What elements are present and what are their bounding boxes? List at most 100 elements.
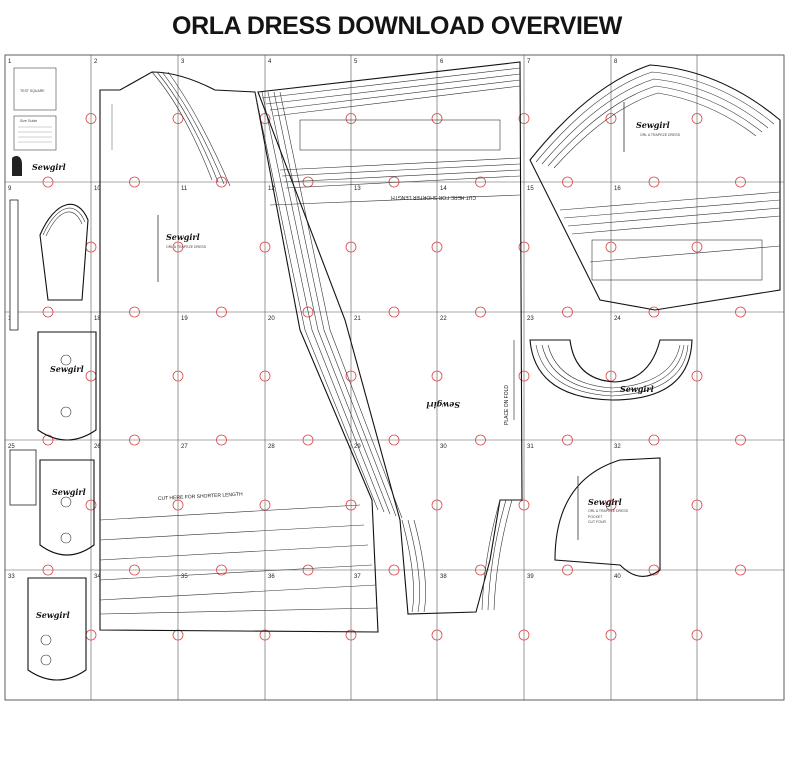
alignment-marker: [691, 241, 703, 253]
alignment-marker: [648, 434, 660, 446]
alignment-marker: [735, 434, 746, 446]
cell-number: 27: [181, 444, 188, 450]
alignment-marker: [735, 306, 746, 318]
alignment-marker: [42, 176, 54, 188]
cell-number: 29: [354, 444, 361, 450]
alignment-marker: [172, 499, 184, 511]
alignment-marker: [129, 564, 140, 576]
alignment-marker: [691, 629, 703, 641]
pocket-right-brand: Sewgirl: [588, 497, 622, 507]
alignment-marker: [216, 176, 227, 188]
alignment-marker: [691, 113, 703, 124]
cell-number: 20: [268, 316, 275, 322]
alignment-marker: [648, 564, 660, 576]
alignment-marker: [172, 370, 184, 382]
alignment-marker: [562, 564, 573, 576]
alignment-marker: [85, 499, 97, 511]
cell-number: 40: [614, 574, 621, 580]
cell-number: 28: [268, 444, 275, 450]
alignment-markers: [42, 113, 746, 641]
cell-number: 13: [354, 186, 361, 192]
sleeve-piece-name: ORL A TRAPEZE DRESS: [640, 133, 681, 137]
alignment-marker: [302, 434, 314, 446]
alignment-marker: [42, 434, 54, 446]
front-cut-shorter: CUT HERE FOR SHORTER LENGTH: [158, 492, 243, 502]
logo-mark: Sewgirl: [12, 156, 66, 176]
front-dress-piece: Sewgirl ORL A TRAPEZE DRESS CUT HERE FOR…: [99, 71, 403, 633]
cell-number: 14: [440, 186, 447, 192]
alignment-marker: [475, 306, 486, 318]
alignment-marker: [388, 306, 400, 318]
cell-number: 38: [440, 574, 447, 580]
pocket-right-cut: CUT FOUR: [588, 520, 606, 524]
alignment-marker: [648, 176, 660, 188]
page-title: ORLA DRESS DOWNLOAD OVERVIEW: [172, 12, 622, 40]
cell-number: 36: [268, 574, 275, 580]
alignment-marker: [735, 564, 746, 576]
alignment-marker: [42, 306, 54, 318]
alignment-marker: [259, 499, 271, 511]
cell-number: 15: [527, 186, 534, 192]
alignment-marker: [605, 629, 617, 641]
neck-facing-piece-2: Sewgirl: [529, 339, 693, 401]
alignment-marker: [172, 241, 184, 253]
alignment-marker: [518, 499, 530, 511]
pocket-right-type: POCKET: [588, 515, 603, 519]
test-square-label: TEST SQUARE: [20, 89, 45, 93]
alignment-marker: [518, 629, 530, 641]
alignment-marker: [129, 434, 140, 446]
tie-strip: [9, 199, 19, 331]
alignment-marker: [518, 370, 530, 382]
pocket-right-piece-name: ORL A TRAPEZE DRESS: [588, 509, 629, 513]
pocket-piece-1: [37, 331, 97, 441]
alignment-marker: [431, 113, 443, 124]
page-border: [4, 54, 785, 701]
alignment-marker: [605, 499, 617, 511]
alignment-marker: [431, 629, 443, 641]
alignment-marker: [42, 564, 54, 576]
alignment-marker: [735, 176, 746, 188]
alignment-marker: [562, 306, 573, 318]
alignment-marker: [216, 434, 227, 446]
cell-number: 6: [440, 59, 444, 65]
cell-number: 1: [8, 59, 12, 65]
alignment-marker: [302, 564, 314, 576]
cell-number: 33: [8, 574, 15, 580]
cell-number: 39: [527, 574, 534, 580]
alignment-marker: [605, 113, 617, 124]
pocket-piece-3: [27, 577, 87, 681]
pocket3-brand: Sewgirl: [36, 610, 70, 620]
alignment-marker: [345, 241, 357, 253]
alignment-marker: [475, 434, 486, 446]
cell-number: 11: [181, 186, 188, 192]
alignment-marker: [518, 241, 530, 253]
cell-number: 37: [354, 574, 361, 580]
alignment-marker: [302, 306, 314, 318]
cell-number: 23: [527, 316, 534, 322]
size-guide-box: Size Guide: [13, 115, 57, 151]
alignment-marker: [691, 370, 703, 382]
pocket1-brand: Sewgirl: [50, 364, 84, 374]
alignment-marker: [562, 176, 573, 188]
front-brand: Sewgirl: [166, 232, 200, 242]
alignment-marker: [345, 629, 357, 641]
back-dress-piece: CUT HERE FOR SHORTER LENGTH Sewgirl PLAC…: [257, 61, 523, 615]
alignment-marker: [431, 499, 443, 511]
cell-number: 8: [614, 59, 618, 65]
alignment-marker: [518, 113, 530, 124]
cell-number: 32: [614, 444, 621, 450]
alignment-marker: [259, 370, 271, 382]
alignment-marker: [648, 306, 660, 318]
cell-number: 25: [8, 444, 15, 450]
cell-number: 34: [94, 574, 101, 580]
pocket2-brand: Sewgirl: [52, 487, 86, 497]
alignment-marker: [259, 629, 271, 641]
cell-number: 21: [354, 316, 361, 322]
alignment-marker: [605, 370, 617, 382]
cell-number: 4: [268, 59, 272, 65]
tile-grid: 1234567891011121314151617181920212223242…: [4, 54, 785, 701]
cell-number: 7: [527, 59, 531, 65]
alignment-marker: [259, 241, 271, 253]
alignment-marker: [129, 176, 140, 188]
alignment-marker: [605, 241, 617, 253]
